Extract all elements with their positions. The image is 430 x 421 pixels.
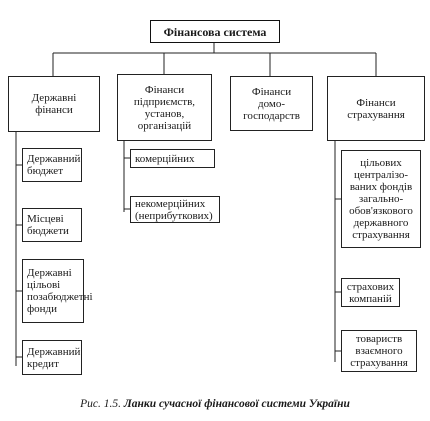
node-commercial: комерційних xyxy=(130,149,215,168)
category-insurance-finance: Фінанси страхування xyxy=(327,76,425,141)
node-state-budget: Державний бюджет xyxy=(22,148,82,182)
node-local-budgets: Місцеві бюджети xyxy=(22,208,82,242)
figure-caption: Рис. 1.5. Ланки сучасної фінансової сист… xyxy=(0,398,430,410)
category-state-finance: Державні фінанси xyxy=(8,76,100,132)
node-extrabudgetary-funds: Державні цільові позабюджетні фонди xyxy=(22,259,93,323)
node-compulsory-insurance-funds: цільових централізо- ваних фондів загаль… xyxy=(341,150,421,248)
caption-prefix: Рис. 1.5. xyxy=(80,398,121,410)
node-insurance-companies: страхових компаній xyxy=(341,278,400,307)
root-node: Фінансова система xyxy=(150,20,280,43)
node-noncommercial: некомерційних (неприбуткових) xyxy=(130,196,220,223)
node-state-credit: Державний кредит xyxy=(22,340,82,375)
node-mutual-insurance: товариств взаємного страхування xyxy=(341,330,417,372)
caption-text: Ланки сучасної фінансової системи Україн… xyxy=(123,398,350,410)
category-household-finance: Фінанси домо- господарств xyxy=(230,76,313,131)
category-enterprise-finance: Фінанси підприємств, установ, організаці… xyxy=(117,74,212,141)
